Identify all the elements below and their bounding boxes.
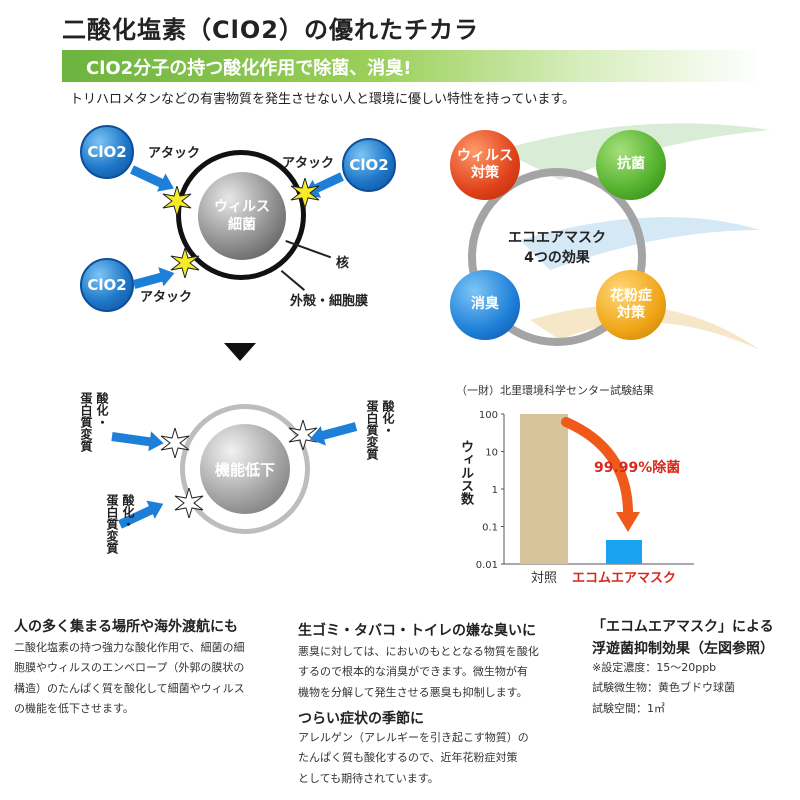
- weakened-membrane-ring: [180, 404, 310, 534]
- category-label-1: エコムエアマスク: [572, 571, 676, 586]
- decline-label: 機能低下: [214, 460, 275, 479]
- col3-line: ※設定濃度：15～20ppb: [592, 661, 717, 674]
- effect-antibacterial: 抗菌: [596, 130, 666, 200]
- effect-antibac-label: 抗菌: [617, 156, 645, 173]
- reduction-arrowhead: [616, 512, 640, 532]
- effects-ring: [468, 168, 646, 346]
- effects-center-line1: エコエアマスク: [508, 230, 606, 246]
- cell-membrane-ring: [176, 150, 306, 280]
- attack-label: アタック: [140, 290, 193, 305]
- chart-title: （一財）北里環境科学センター試験結果: [456, 384, 654, 397]
- oxidation-arrow: [320, 422, 358, 441]
- clo2-molecule: ClO2: [80, 125, 134, 179]
- col3-heading2: 浮遊菌抑制効果（左図参照）: [592, 641, 774, 657]
- reduction-annotation: 99.99%除菌: [594, 459, 680, 476]
- effect-virus-line1: ウィルス: [457, 147, 513, 164]
- col1-line: 二酸化塩素の持つ強力な酸化作用で、細菌の細: [14, 641, 245, 654]
- effect-pollen: 花粉症 対策: [596, 270, 666, 340]
- burst-icon: [170, 248, 200, 278]
- effects-center-line2: 4つの効果: [524, 250, 590, 267]
- col1-line: 構造）のたんぱく質を酸化して細菌やウィルス: [14, 681, 245, 695]
- down-triangle-icon: [224, 343, 256, 361]
- oxidation-label: 酸化・: [381, 400, 395, 436]
- virus-reduction-chart: 100 10 1 0.1 0.01 対照エコムエアマスク 99.99%除菌: [476, 410, 694, 586]
- col2-line: アレルゲン（アレルギーを引き起こす物質）の: [298, 731, 529, 744]
- effect-virus: ウィルス 対策: [450, 130, 520, 200]
- col2-line: 機物を分解して発生させる悪臭も抑制します。: [298, 685, 528, 699]
- category-label-0: 対照: [531, 571, 557, 586]
- burst-outline-icon: [174, 488, 204, 518]
- attack-label: アタック: [282, 156, 335, 171]
- reduction-arrow: [561, 417, 634, 523]
- burst-icon: [290, 178, 320, 208]
- denature-label: 蛋白質変質: [105, 494, 119, 554]
- burst-icon: [162, 186, 192, 216]
- banner-bar: [62, 50, 762, 82]
- oxidation-label: 酸化・: [121, 494, 135, 530]
- function-decline-core: 機能低下: [200, 424, 290, 514]
- col2-line: するので根本的な消臭ができます。微生物が有: [298, 665, 528, 679]
- col3-line: 試験空間：1㎥: [592, 701, 665, 715]
- oxidation-label: 酸化・: [95, 392, 109, 428]
- effect-pollen-line1: 花粉症: [610, 287, 652, 304]
- clo2-molecule: ClO2: [342, 138, 396, 192]
- chart-ylabel: ウィルス数: [458, 440, 473, 505]
- col1-line: 胞膜やウィルスのエンベロープ（外郭の膜状の: [14, 661, 245, 675]
- clo2-molecule: ClO2: [80, 258, 134, 312]
- col2-line: たんぱく質も酸化するので、近年花粉症対策: [298, 751, 518, 765]
- col1-line: の機能を低下させます。: [14, 702, 134, 716]
- chart-bar-0: [520, 414, 568, 564]
- col3-body: ※設定濃度：15～20ppb 試験微生物：黄色ブドウ球菌 試験空間：1㎥: [592, 658, 735, 719]
- nucleus-label: 核: [336, 256, 350, 271]
- attack-label: アタック: [148, 146, 201, 161]
- col1-heading: 人の多く集まる場所や海外渡航にも: [14, 619, 238, 635]
- effects-center-text: エコエアマスク 4つの効果: [478, 228, 636, 269]
- col2-line: 悪臭に対しては、においのもととなる物質を酸化: [298, 645, 539, 658]
- chart-bar-1: [606, 540, 642, 564]
- virus-bacteria-core: ウィルス 細菌: [198, 172, 286, 260]
- y-tick-label: 0.01: [476, 560, 498, 571]
- oxidation-arrow: [111, 432, 153, 447]
- effect-pollen-line2: 対策: [617, 305, 645, 321]
- core-label-1: ウィルス: [214, 198, 270, 215]
- membrane-pointer: [280, 270, 305, 291]
- y-tick-label: 100: [479, 410, 498, 421]
- effect-deodor-label: 消臭: [471, 296, 499, 313]
- col2-heading: 生ゴミ・タバコ・トイレの嫌な臭いに: [298, 623, 536, 639]
- banner-text: ClO2分子の持つ酸化作用で除菌、消臭!: [86, 58, 412, 79]
- col3-heading1: 「エコムエアマスク」による: [592, 619, 774, 635]
- col3-line: 試験微生物：黄色ブドウ球菌: [592, 681, 735, 695]
- membrane-label: 外殻・細胞膜: [290, 294, 369, 309]
- intro-text: トリハロメタンなどの有害物質を発生させない人と環境に優しい特性を持っています。: [70, 92, 576, 107]
- y-tick-label: 1: [492, 485, 498, 496]
- y-tick-label: 10: [485, 448, 498, 459]
- core-label-2: 細菌: [228, 217, 256, 233]
- col2-body: 悪臭に対しては、においのもととなる物質を酸化 するので根本的な消臭ができます。微…: [298, 642, 539, 703]
- page-title: 二酸化塩素（ClO2）の優れたチカラ: [62, 16, 479, 44]
- denature-label: 蛋白質変質: [365, 400, 379, 460]
- attack-arrow: [130, 165, 165, 188]
- col1-body: 二酸化塩素の持つ強力な酸化作用で、細菌の細 胞膜やウィルスのエンベロープ（外郭の…: [14, 638, 245, 719]
- y-tick-label: 0.1: [482, 523, 498, 534]
- denature-label: 蛋白質変質: [79, 392, 93, 452]
- effect-virus-line2: 対策: [471, 165, 499, 181]
- col2-heading2: つらい症状の季節に: [298, 711, 424, 727]
- col2-body2: アレルゲン（アレルギーを引き起こす物質）の たんぱく質も酸化するので、近年花粉症…: [298, 728, 529, 789]
- col2-line: としても期待されています。: [298, 771, 439, 785]
- effect-deodorize: 消臭: [450, 270, 520, 340]
